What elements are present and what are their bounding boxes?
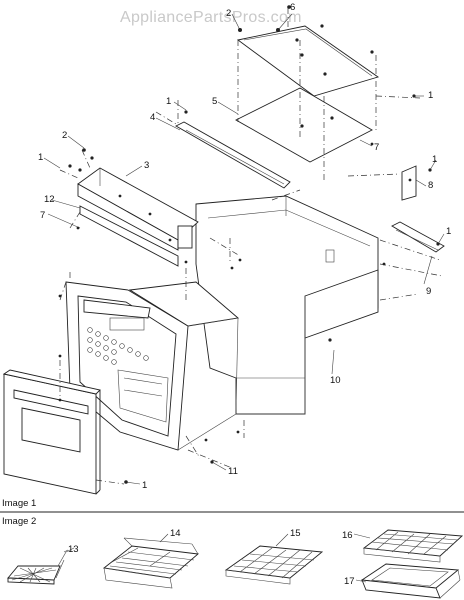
callout-labels: 6 2 1 5 1 4 2 7 1 1 3 8 12 7 1 9 10 11 1 [38,2,451,491]
callout-1-rail: 1 [446,226,451,237]
leader-lines-image2 [63,533,371,583]
callout-7-right: 7 [374,142,379,153]
insulation-panel [235,87,373,163]
guide-lines-top [237,8,421,180]
guide-lines [59,100,443,485]
callout-1-bracket: 1 [166,96,171,107]
callout-16: 16 [342,530,353,541]
callout-14: 14 [170,528,181,539]
vent-duct-assembly [77,167,199,267]
callout-2-left: 2 [62,130,67,141]
callout-9: 9 [426,286,431,297]
callout-15: 15 [290,528,301,539]
side-bracket-plate [401,165,417,201]
callout-labels-image2: 13 14 15 16 17 [68,528,355,587]
screws [58,5,440,484]
callout-2-top: 2 [226,8,231,19]
top-cover-plate [236,25,380,97]
callout-1-bottom: 1 [142,480,147,491]
oven-door [2,369,101,495]
callout-5: 5 [212,96,217,107]
leader-lines [43,13,445,485]
watermark: AppliancePartsPros.com [120,9,302,26]
rear-trim-bracket [175,121,291,189]
callout-1-side: 1 [432,154,437,165]
side-rail [391,221,445,253]
callout-4: 4 [150,112,155,123]
broil-rack [102,537,200,589]
callout-7-left: 7 [40,210,45,221]
callout-13: 13 [68,544,79,555]
callout-1-right-top: 1 [428,90,433,101]
callout-11: 11 [228,466,238,477]
callout-17: 17 [344,576,355,587]
callout-8: 8 [428,180,433,191]
image-2-label: Image 2 [2,516,36,527]
broiler-pan [360,563,461,599]
oven-front-frame [65,281,240,451]
callout-1-left: 1 [38,152,43,163]
callout-6: 6 [290,2,295,13]
callout-10: 10 [330,375,341,386]
broiler-grid [362,529,464,563]
callout-3: 3 [144,160,149,171]
image-1-label: Image 1 [2,498,36,509]
control-buttons [87,327,149,365]
outer-cabinet-wrapper [195,195,379,415]
callout-12: 12 [44,194,55,205]
flat-oven-rack [224,545,324,585]
small-oven-rack [7,547,75,585]
